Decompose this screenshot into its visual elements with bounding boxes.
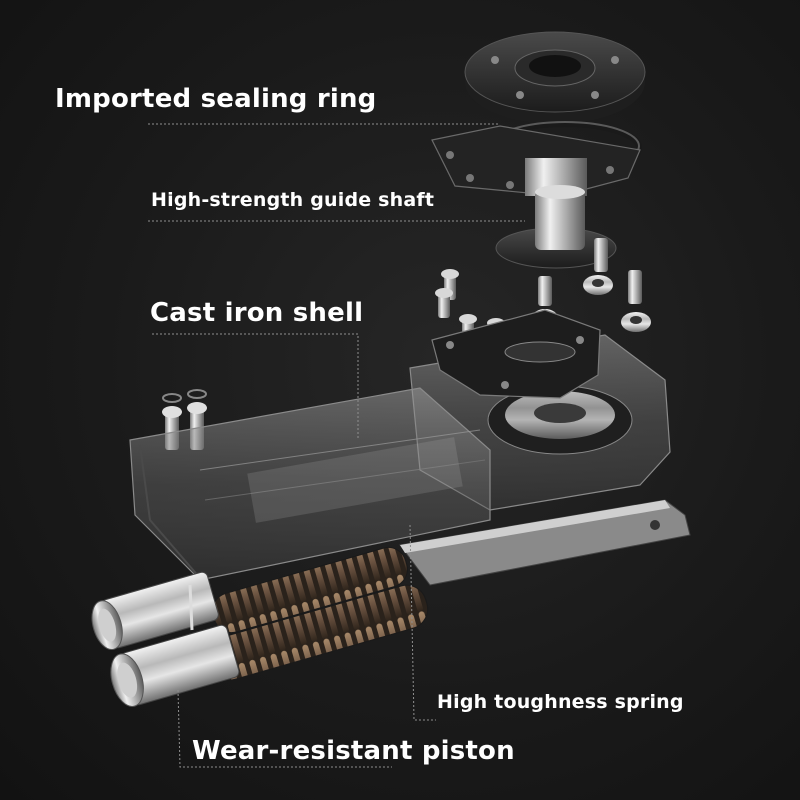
- label-guide-shaft: High-strength guide shaft: [151, 189, 435, 211]
- label-cast-iron-shell: Cast iron shell: [150, 298, 364, 328]
- guide-shaft: [495, 158, 617, 269]
- connecting-arm: [399, 499, 691, 586]
- cast-iron-shell: [129, 334, 671, 581]
- springs: [208, 546, 429, 681]
- label-spring: High toughness spring: [437, 691, 684, 713]
- inner-gear-plate: [431, 309, 601, 399]
- leader-lines: [148, 123, 525, 768]
- label-sealing-ring: Imported sealing ring: [55, 84, 377, 114]
- fasteners: [435, 238, 651, 356]
- sealing-cap: [464, 31, 646, 124]
- pistons: [91, 571, 240, 707]
- label-piston: Wear-resistant piston: [192, 736, 515, 766]
